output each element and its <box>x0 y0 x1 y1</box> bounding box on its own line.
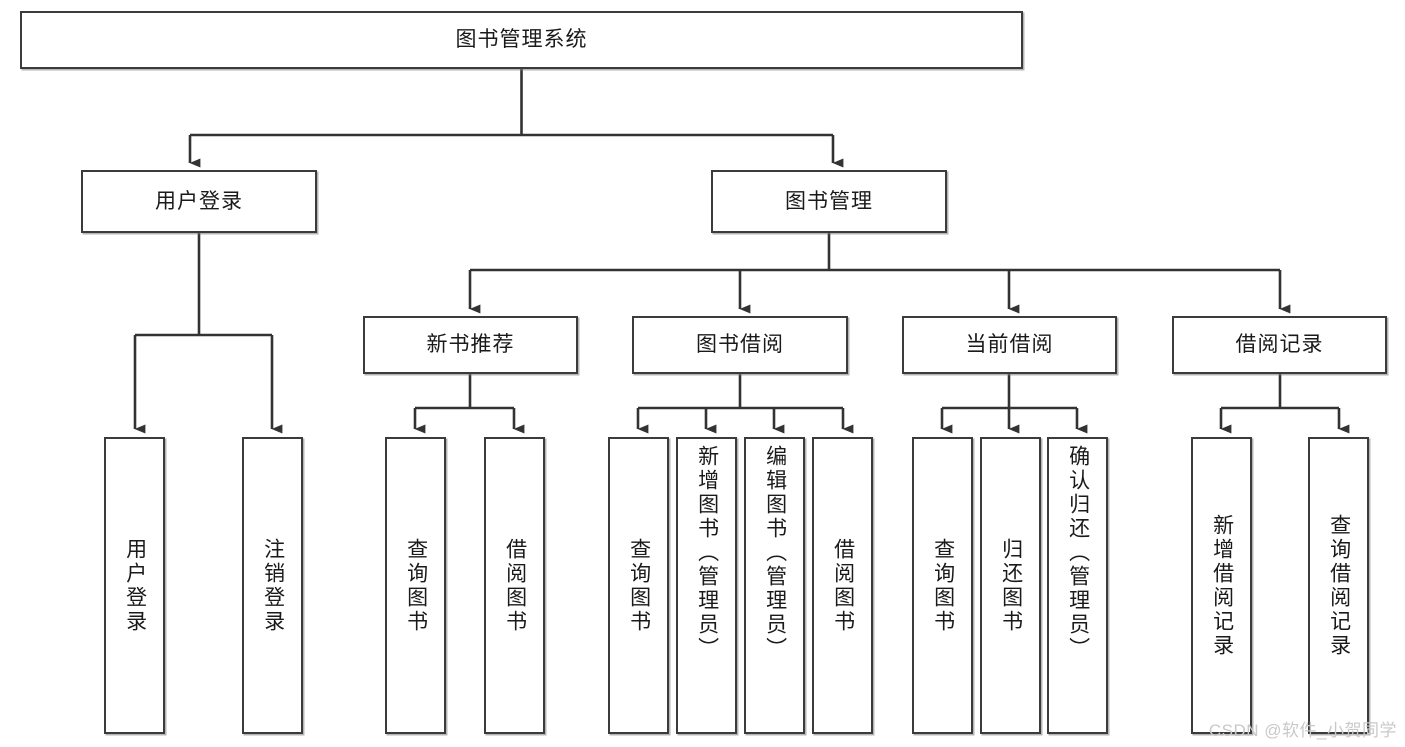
node-label: 归还图书 <box>999 537 1023 634</box>
node-book-management[interactable]: 图书管理 <box>711 170 947 233</box>
node-label: 查询借阅记录 <box>1327 513 1351 658</box>
node-label: 新增图书（管理员） <box>695 445 719 661</box>
node-label: 用户登录 <box>155 189 243 213</box>
node-root-system[interactable]: 图书管理系统 <box>20 11 1023 69</box>
node-label: 当前借阅 <box>965 333 1054 357</box>
leaf-book-borrow-add[interactable]: 新增图书（管理员） <box>676 437 737 734</box>
node-label: 查询图书 <box>404 537 428 634</box>
node-label: 图书管理系统 <box>455 28 588 52</box>
leaf-book-borrow-query[interactable]: 查询图书 <box>608 437 669 734</box>
leaf-book-borrow-edit[interactable]: 编辑图书（管理员） <box>744 437 805 734</box>
csdn-watermark: CSDN @软件_小贺同学 <box>1208 721 1397 740</box>
node-label: 新书推荐 <box>426 333 515 357</box>
node-label: 查询图书 <box>931 537 955 634</box>
leaf-borrow-record-add[interactable]: 新增借阅记录 <box>1191 437 1252 734</box>
node-label: 借阅图书 <box>831 537 855 634</box>
leaf-current-borrow-return[interactable]: 归还图书 <box>980 437 1041 734</box>
node-label: 用户登录 <box>123 537 147 634</box>
leaf-current-borrow-confirm-return[interactable]: 确认归还（管理员） <box>1047 437 1108 734</box>
node-new-book-recommend[interactable]: 新书推荐 <box>363 316 578 374</box>
leaf-user-login-logout[interactable]: 注销登录 <box>242 437 303 734</box>
node-label: 图书借阅 <box>696 333 784 357</box>
node-borrow-record[interactable]: 借阅记录 <box>1172 316 1387 374</box>
leaf-user-login-login[interactable]: 用户登录 <box>104 437 165 734</box>
node-label: 新增借阅记录 <box>1210 513 1234 658</box>
node-label: 注销登录 <box>261 537 285 634</box>
node-label: 查询图书 <box>627 537 651 634</box>
leaf-borrow-record-query[interactable]: 查询借阅记录 <box>1308 437 1369 734</box>
leaf-book-borrow-borrow[interactable]: 借阅图书 <box>812 437 873 734</box>
node-book-borrow[interactable]: 图书借阅 <box>632 316 848 374</box>
node-current-borrow[interactable]: 当前借阅 <box>902 316 1117 374</box>
node-label: 借阅图书 <box>503 537 527 634</box>
leaf-new-book-query[interactable]: 查询图书 <box>385 437 446 734</box>
node-label: 确认归还（管理员） <box>1066 445 1090 661</box>
leaf-new-book-borrow[interactable]: 借阅图书 <box>484 437 545 734</box>
node-label: 借阅记录 <box>1235 333 1324 357</box>
leaf-current-borrow-query[interactable]: 查询图书 <box>912 437 973 734</box>
node-label: 图书管理 <box>785 189 873 213</box>
node-user-login[interactable]: 用户登录 <box>81 170 317 233</box>
node-label: 编辑图书（管理员） <box>763 445 787 661</box>
